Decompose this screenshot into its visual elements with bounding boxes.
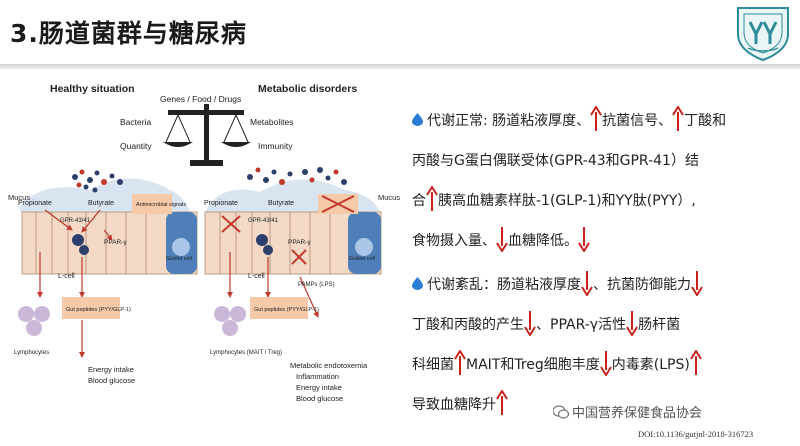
- normal-text-4b: 血糖降低。: [508, 233, 578, 249]
- disorder-text-1a: 代谢紊乱：肠道粘液厚度: [427, 277, 581, 293]
- blocked-cross-icon: [291, 249, 307, 265]
- water-drop-icon: [412, 113, 423, 126]
- butyrate-label-left: Butyrate: [88, 200, 114, 207]
- butyrate-label-right: Butyrate: [268, 200, 294, 207]
- down-arrow-icon: [581, 271, 593, 296]
- up-arrow-icon: [454, 350, 466, 375]
- gut-microbiota-figure: Healthy situation Metabolic disorders Ge…: [8, 83, 400, 403]
- down-arrow-icon: [496, 227, 508, 252]
- down-arrow-icon: [524, 311, 536, 336]
- normal-line-2: 丙酸与G蛋白偶联受体(GPR-43和GPR-41）结: [412, 146, 699, 176]
- blood-glucose-left: Blood glucose: [88, 376, 135, 385]
- epithelium-left: [21, 211, 198, 275]
- healthy-title: Healthy situation: [50, 83, 135, 95]
- disorder-line-2: 丁酸和丙酸的产生、PPAR-γ活性肠杆菌: [412, 310, 680, 340]
- disorder-text-2b: 、PPAR-γ活性: [536, 317, 627, 333]
- normal-line-1: 代谢正常: 肠道粘液厚度、抗菌信号、丁酸和: [412, 106, 726, 136]
- bacteria-cluster-right: [247, 167, 347, 185]
- goblet-label-left: Goblet cell: [166, 256, 192, 262]
- lcell-label-right: L-cell: [248, 273, 265, 280]
- brand-label: 中国营养保健食品协会: [572, 406, 703, 421]
- gut-peptides-label-right: Gut peptides (PYY/GLP-1): [254, 307, 319, 313]
- antimicrobial-box: [132, 194, 172, 214]
- antimicrobial-label: Antimicrobial signals: [136, 202, 186, 208]
- gut-peptides-box-right: [250, 297, 308, 319]
- disorder-line-3: 科细菌 MAIT和Treg细胞丰度内毒素(LPS): [412, 350, 702, 380]
- disorder-text-1b: 、抗菌防御能力: [593, 277, 691, 293]
- water-drop-icon: [412, 277, 423, 290]
- gut-peptides-box-left: [62, 297, 120, 319]
- quantity-label: Quantity: [120, 141, 152, 151]
- normal-text-4a: 食物摄入量、: [412, 233, 496, 249]
- disorder-text-3c: 内毒素(LPS): [611, 357, 690, 373]
- up-arrow-icon: [426, 186, 438, 211]
- normal-line-4: 食物摄入量、血糖降低。: [412, 226, 590, 256]
- lymphocytes-label-right: Lymphocytes (MAIT / Treg): [210, 350, 282, 356]
- propionate-label-left: Propionate: [18, 200, 52, 207]
- disorder-title: Metabolic disorders: [258, 83, 357, 95]
- endotoxemia-label: Metabolic endotoxemia: [290, 361, 368, 370]
- disorder-line-4: 导致血糖降升: [412, 390, 508, 420]
- up-arrow-icon: [672, 106, 685, 131]
- ppar-label-right: PPAR-γ: [288, 239, 311, 246]
- blood-glucose-right: Blood glucose: [296, 394, 343, 403]
- normal-text-1a: 代谢正常: 肠道粘液厚度、: [427, 113, 591, 129]
- goblet-label-right: Goblet cell: [349, 256, 375, 262]
- mucus-label-left: Mucus: [8, 193, 30, 202]
- up-arrow-icon: [496, 390, 508, 415]
- down-arrow-icon: [691, 271, 703, 296]
- disorder-line-1: 代谢紊乱：肠道粘液厚度、抗菌防御能力: [412, 270, 703, 300]
- up-arrow-icon: [590, 106, 603, 131]
- scale-top-label: Genes / Food / Drugs: [160, 94, 241, 104]
- metabolites-label: Metabolites: [250, 117, 293, 127]
- lymphocytes-left: [18, 306, 50, 336]
- disorder-text-2c: 肠杆菌: [638, 317, 681, 333]
- gpr-label-left: GPR-43/41: [60, 218, 91, 224]
- propionate-label-right: Propionate: [204, 200, 238, 207]
- gpr-label-right: GPR-43/41: [248, 218, 279, 224]
- disorder-text-3a: 科细菌: [412, 357, 454, 373]
- lymphocytes-right: [214, 306, 246, 336]
- gut-peptides-label-left: Gut peptides (PYY/GLP-1): [66, 307, 131, 313]
- up-arrow-icon: [689, 350, 702, 375]
- title-divider: [0, 64, 800, 69]
- pamps-label: PAMPs (LPS): [298, 282, 335, 288]
- immunity-label: Immunity: [258, 141, 293, 151]
- normal-text-2a: 丙酸与G蛋白偶联受体(GPR-43和GPR-41）结: [412, 153, 699, 169]
- normal-text-3a: 合: [412, 193, 426, 209]
- mucus-label-right: Mucus: [378, 193, 400, 202]
- down-arrow-icon: [599, 351, 612, 376]
- normal-text-3b: 胰高血糖素样肽-1(GLP-1)和YY肽(PYY）,: [438, 193, 696, 209]
- ppar-label-left: PPAR-γ: [104, 239, 127, 246]
- normal-line-3: 合胰高血糖素样肽-1(GLP-1)和YY肽(PYY）,: [412, 186, 696, 216]
- disorder-text-4a: 导致血糖降升: [412, 397, 496, 413]
- pathway-arrows: [37, 209, 319, 358]
- energy-intake-left: Energy intake: [88, 365, 134, 374]
- association-logo: [737, 7, 789, 62]
- bacteria-cluster-left: [72, 169, 123, 193]
- inflammation-label: Inflammation: [296, 372, 339, 381]
- disorder-text-2a: 丁酸和丙酸的产生: [412, 317, 524, 333]
- balance-scale-icon: [163, 104, 251, 166]
- disorder-text-3b: MAIT和Treg细胞丰度: [466, 357, 600, 373]
- blocked-cross-icon: [321, 195, 355, 213]
- bacteria-label: Bacteria: [120, 117, 151, 127]
- blocked-cross-icon: [221, 215, 241, 233]
- lymphocytes-label-left: Lymphocytes: [14, 350, 49, 356]
- doi-citation: DOI:10.1136/gutjnl-2018-316723: [638, 429, 754, 439]
- wechat-watermark: 中国营养保健食品协会: [553, 402, 702, 421]
- lcell-label-left: L-cell: [58, 273, 75, 280]
- down-arrow-icon: [578, 227, 590, 252]
- wechat-icon: [553, 405, 569, 419]
- energy-intake-right: Energy intake: [296, 383, 342, 392]
- slide-title: 3.肠道菌群与糖尿病: [10, 19, 247, 48]
- down-arrow-icon: [626, 311, 638, 336]
- normal-text-1c: 丁酸和: [684, 113, 727, 129]
- normal-text-1b: 抗菌信号、: [602, 113, 673, 129]
